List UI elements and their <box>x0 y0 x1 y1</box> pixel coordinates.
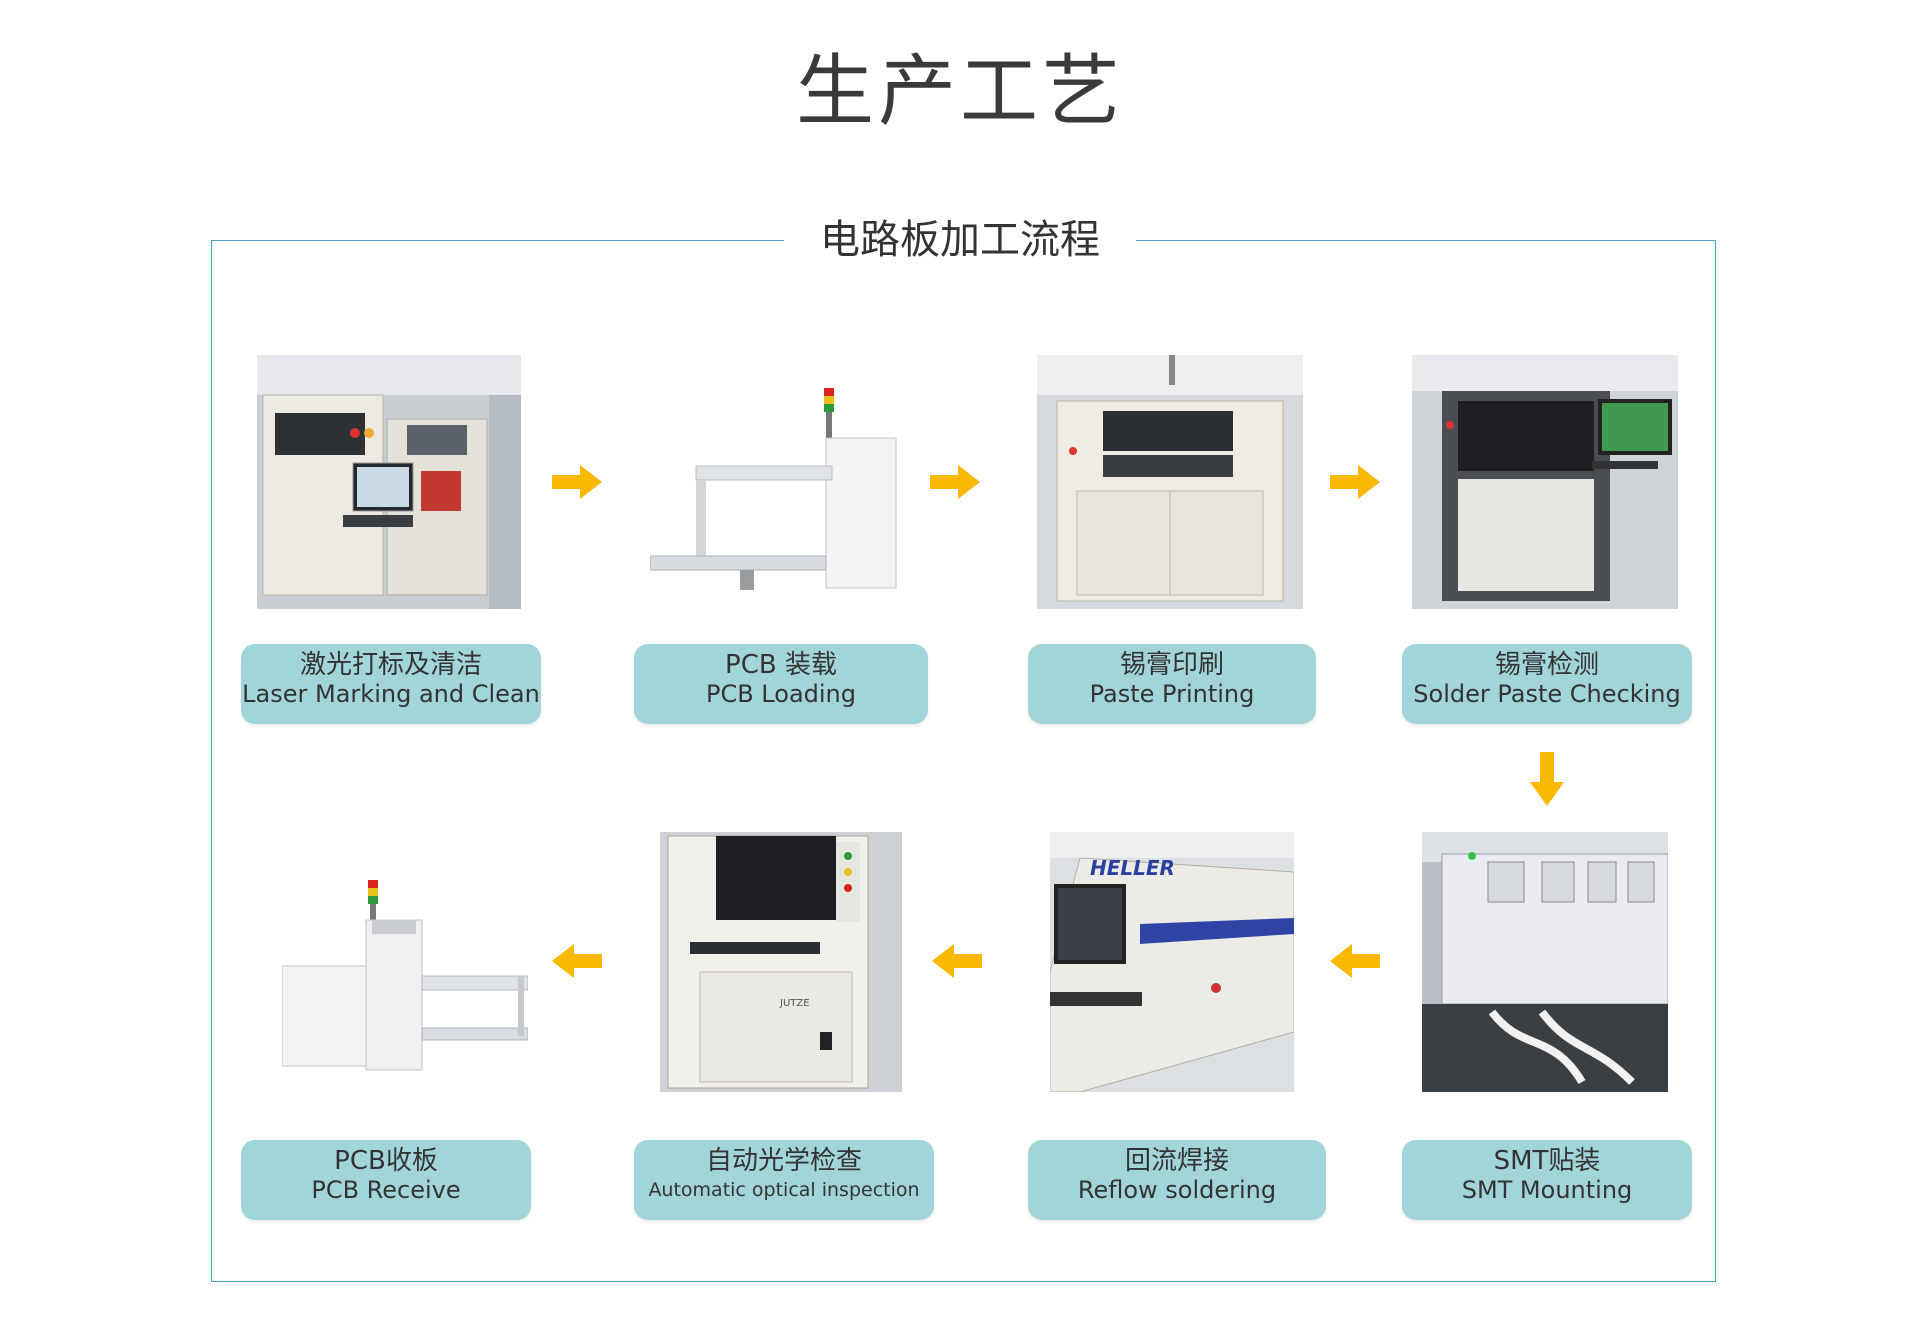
arrow-down-icon <box>1530 752 1564 806</box>
step-label-automatic-optical-inspection: 自动光学检查 Automatic optical inspection <box>634 1140 934 1220</box>
arrow-right-icon <box>552 465 602 499</box>
step-label-smt-mounting: SMT贴装 SMT Mounting <box>1402 1140 1692 1220</box>
aoi-machine-photo: JUTZE <box>660 832 902 1092</box>
step-label-reflow-soldering: 回流焊接 Reflow soldering <box>1028 1140 1326 1220</box>
laser-marking-machine-photo <box>257 355 521 609</box>
arrow-right-icon <box>1330 465 1380 499</box>
pcb-unloader-photo <box>282 880 528 1080</box>
smt-mounter-photo <box>1422 832 1668 1092</box>
reflow-oven-photo: HELLER <box>1050 832 1294 1092</box>
step-label-paste-printing: 锡膏印刷 Paste Printing <box>1028 644 1316 724</box>
arrow-left-icon <box>1330 944 1380 978</box>
pcb-loader-photo <box>650 388 910 600</box>
step-label-pcb-receive: PCB收板 PCB Receive <box>241 1140 531 1220</box>
jutze-brand-text: JUTZE <box>780 998 810 1009</box>
section-title: 电路板加工流程 <box>784 212 1136 268</box>
step-label-solder-paste-checking: 锡膏检测 Solder Paste Checking <box>1402 644 1692 724</box>
step-label-pcb-loading: PCB 装载 PCB Loading <box>634 644 928 724</box>
paste-printer-photo <box>1037 355 1303 609</box>
arrow-left-icon <box>932 944 982 978</box>
page-title: 生产工艺 <box>795 47 1124 137</box>
heller-brand-text: HELLER <box>1090 856 1175 880</box>
arrow-left-icon <box>552 944 602 978</box>
spi-machine-photo <box>1412 355 1678 609</box>
step-label-laser-marking: 激光打标及清洁 Laser Marking and Clean <box>241 644 541 724</box>
arrow-right-icon <box>930 465 980 499</box>
